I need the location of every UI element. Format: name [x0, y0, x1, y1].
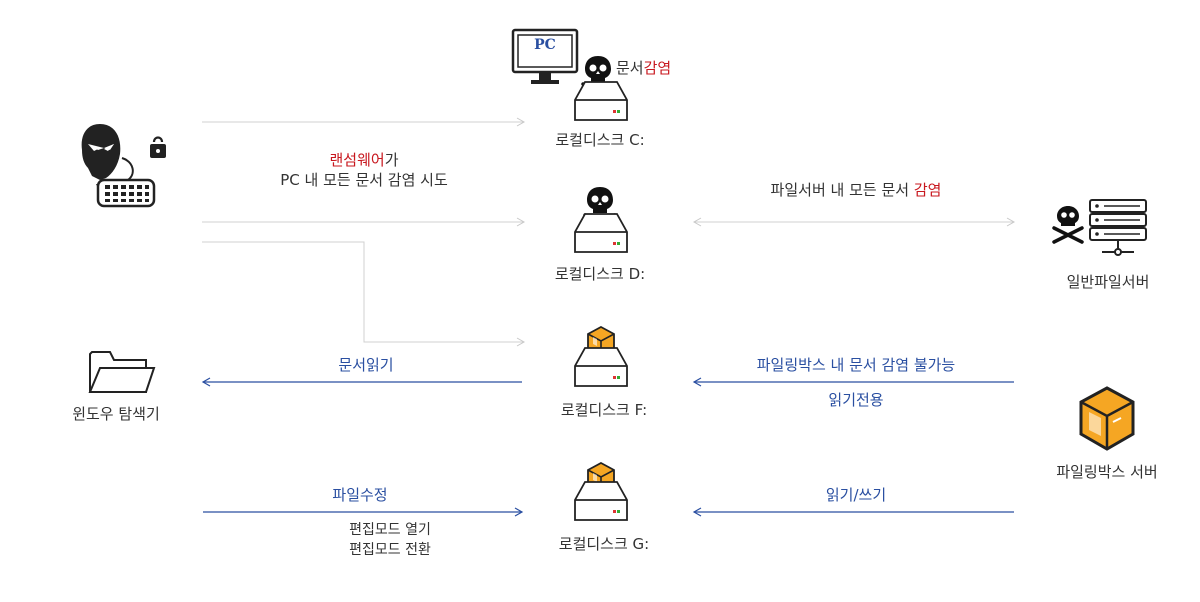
infect-text-c: 문서: [616, 59, 644, 77]
drive-c-icon: [574, 81, 628, 121]
drive-f-label: 로컬디스크 F:: [560, 401, 648, 419]
edit-label: 파일수정: [332, 486, 388, 504]
monitor-icon: [511, 28, 579, 84]
fileserver-caption: 파일서버 내 모든 문서 감염: [771, 180, 942, 200]
ransomware-name: 랜섬웨어: [329, 151, 385, 169]
filingbox-server-icon: [1079, 386, 1135, 451]
pc-monitor: PC: [511, 28, 579, 86]
fileserver-caption-text: 파일서버 내 모든 문서: [770, 181, 914, 199]
readwrite-label: 읽기/쓰기: [825, 486, 887, 504]
ransomware-desc: PC 내 모든 문서 감염 시도: [280, 171, 448, 189]
drive-g-icon: [574, 481, 628, 521]
edit-mode-open: 편집모드 열기: [349, 522, 431, 538]
explorer-name: 윈도우 탐색기: [72, 405, 160, 423]
no-infect-label: 파일링박스 내 문서 감염 불가능: [756, 356, 956, 374]
drive-f-icon: [574, 347, 628, 387]
readonly-label: 읽기전용: [828, 391, 884, 409]
edit-mode-switch: 편집모드 전환: [349, 542, 431, 558]
read-doc-label: 문서읽기: [338, 356, 394, 374]
ransomware-suffix: 가: [384, 151, 399, 169]
arrow-to-f: [202, 241, 526, 347]
drive-g-label: 로컬디스크 G:: [558, 535, 650, 553]
pc-screen-label: PC: [534, 37, 556, 53]
drive-c-label: 로컬디스크 C:: [555, 131, 645, 149]
skull-icon-server: [1052, 206, 1084, 244]
ransomware-label: 랜섬웨어가: [329, 150, 398, 170]
folder-icon: [88, 351, 156, 393]
filingbox-server-name: 파일링박스 서버: [1056, 463, 1158, 481]
fileserver-name: 일반파일서버: [1066, 273, 1150, 291]
infect-highlight-c: 감염: [643, 59, 672, 77]
hacker-icon: [81, 124, 166, 208]
drive-d-label: 로컬디스크 D:: [554, 265, 646, 283]
fileserver-caption-highlight: 감염: [913, 181, 942, 199]
fileserver-icon: [1052, 199, 1147, 256]
drive-d-icon: [574, 213, 628, 253]
infect-label-c: 문서감염: [616, 58, 671, 78]
